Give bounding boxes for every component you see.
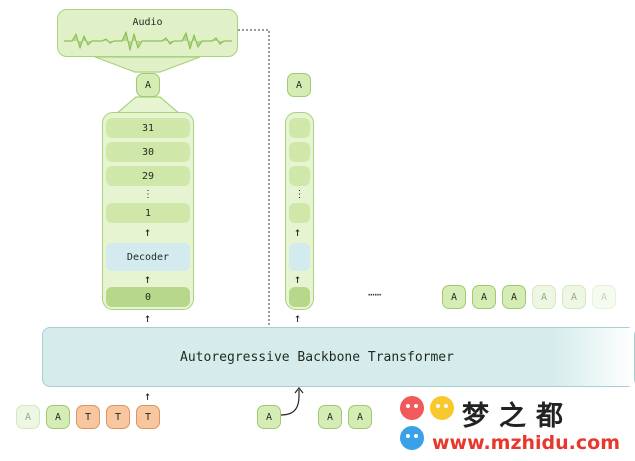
watermark-cn-text: 梦之都: [462, 401, 573, 432]
output-token: A: [532, 285, 556, 309]
output-token: A: [592, 285, 616, 309]
up-arrow-icon: ↑: [294, 225, 302, 239]
decoder-block: Decoder: [106, 243, 190, 271]
watermark-logo-icon: [400, 396, 454, 450]
second-column-output-token: A: [287, 73, 311, 97]
up-arrow-icon: ↑: [144, 225, 152, 239]
codebook-ellipsis: ⋮: [143, 188, 153, 200]
up-arrow-icon: ↑: [144, 272, 152, 286]
input-text-token: T: [136, 405, 160, 429]
decoder-output-token: A: [136, 73, 160, 97]
up-arrow-icon: ↑: [144, 389, 152, 403]
input-token: A: [348, 405, 372, 429]
output-token: A: [442, 285, 466, 309]
watermark-url-text: www.mzhidu.com: [432, 432, 621, 454]
input-token: A: [318, 405, 342, 429]
codebook-1: 1: [106, 203, 190, 223]
input-text-token: T: [76, 405, 100, 429]
backbone-transformer: Autoregressive Backbone Transformer: [42, 327, 635, 387]
second-decoder-block: [289, 243, 310, 271]
curved-arrow: [280, 390, 300, 416]
input-token: A: [16, 405, 40, 429]
output-token: A: [472, 285, 496, 309]
input-token: A: [46, 405, 70, 429]
second-codebook-ellipsis: ⋮: [294, 188, 305, 200]
sequence-ellipsis: ⋯⋯: [368, 288, 382, 301]
codebook-0: 0: [106, 287, 190, 307]
output-token: A: [562, 285, 586, 309]
second-codebook-cell: [289, 203, 310, 223]
second-codebook-0: [289, 287, 310, 307]
up-arrow-icon: ↑: [294, 272, 302, 286]
transformer-label: Autoregressive Backbone Transformer: [180, 349, 454, 365]
input-text-token: T: [106, 405, 130, 429]
up-arrow-icon: ↑: [294, 311, 302, 325]
audio-feedback-dashed-line: [238, 29, 270, 327]
audio-output-box: Audio: [57, 9, 238, 57]
second-codebook-cell: [289, 142, 310, 162]
codebook-31: 31: [106, 118, 190, 138]
codebook-30: 30: [106, 142, 190, 162]
second-codebook-cell: [289, 166, 310, 186]
second-codebook-cell: [289, 118, 310, 138]
audio-funnel: [94, 56, 201, 73]
output-token: A: [502, 285, 526, 309]
audio-label: Audio: [132, 17, 163, 28]
input-token: A: [257, 405, 281, 429]
up-arrow-icon: ↑: [144, 311, 152, 325]
audio-waveform-icon: [64, 31, 232, 51]
codebook-29: 29: [106, 166, 190, 186]
